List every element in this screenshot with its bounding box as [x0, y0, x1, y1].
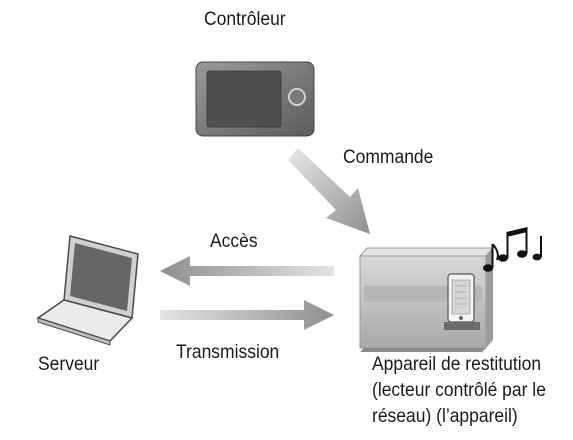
transmission-label: Transmission	[176, 342, 280, 363]
device-label-line-1: Appareil de restitution	[372, 354, 542, 375]
speaker-dock-icon	[358, 247, 495, 352]
device-label-line-3: réseau) (l’appareil)	[372, 406, 518, 427]
access-arrow	[160, 256, 334, 286]
device-label: Appareil de restitution (lecteur contrôl…	[372, 352, 546, 430]
access-label: Accès	[210, 231, 258, 252]
device-label-line-2: (lecteur contrôlé par le	[372, 380, 546, 401]
server-label: Serveur	[38, 354, 100, 375]
controller-label: Contrôleur	[204, 9, 286, 30]
transmission-arrow	[160, 300, 334, 330]
command-label: Commande	[343, 147, 434, 168]
command-arrow	[288, 148, 370, 234]
tablet-controller-icon	[195, 61, 315, 137]
music-notes-icon	[483, 227, 542, 272]
laptop-icon	[36, 235, 139, 346]
